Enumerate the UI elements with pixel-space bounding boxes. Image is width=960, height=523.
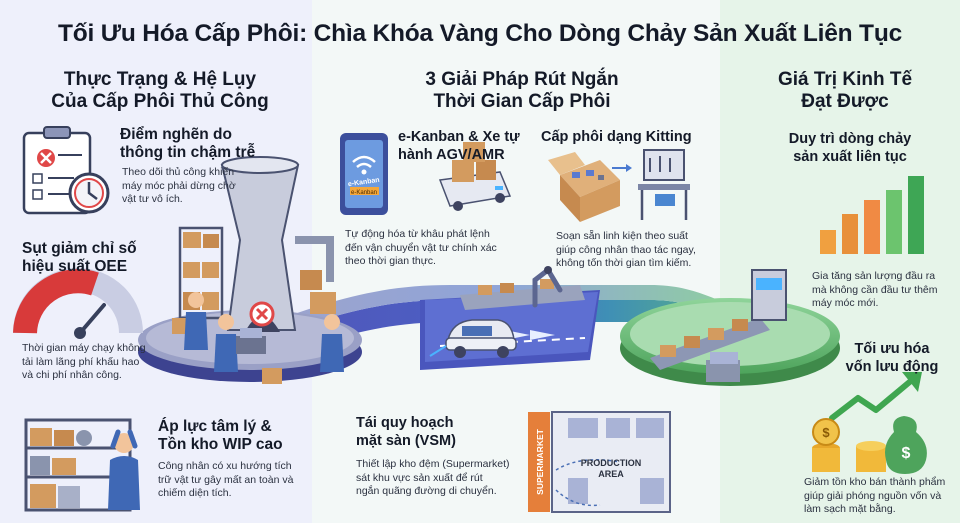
left-column-title-line2: Của Cấp Phôi Thủ Công: [51, 91, 269, 112]
production-area-label-1: PRODUCTION: [581, 458, 642, 468]
production-area-label-2: AREA: [598, 469, 624, 479]
left-item-wip-body: Công nhân có xu hướng tích trữ vật tư gâ…: [158, 460, 294, 499]
middle-item-kitting-heading: Cấp phôi dạng Kitting: [541, 129, 692, 145]
middle-column-title: 3 Giải Pháp Rút Ngắn Thời Gian Cấp Phôi: [372, 69, 672, 113]
middle-item-vsm-heading: Tái quy hoạch mặt sàn (VSM): [356, 415, 456, 449]
tablet-label: e-Kanban: [348, 177, 381, 188]
supermarket-label: SUPERMARKET: [535, 428, 545, 494]
right-column-title: Giá Trị Kinh Tế Đạt Được: [740, 69, 950, 113]
middle-conveyor-robot-arm: [460, 266, 585, 310]
vsm-layout-icon: [528, 411, 671, 513]
right-column-background: [720, 0, 960, 523]
middle-item-kitting-body: Soạn sẵn linh kiện theo suất giúp công n…: [556, 230, 696, 269]
right-item-flow-body: Gia tăng sản lượng đầu ra mà không cần đ…: [812, 270, 938, 309]
tablet-button-label: e-Kanban: [351, 190, 377, 196]
clipboard-delay-icon: [22, 126, 110, 215]
left-column-title-line1: Thực Trạng & Hệ Lụy: [63, 69, 257, 90]
left-item-oee-heading: Sụt giảm chỉ số hiệu suất OEE: [22, 240, 137, 275]
middle-item-ekanban-body: Tự động hóa từ khâu phát lệnh đến vận ch…: [345, 228, 497, 267]
right-item-capital-body: Giảm tồn kho bán thành phẩm giúp giải ph…: [804, 476, 946, 515]
coins-growth-icon: $ $: [812, 372, 927, 474]
middle-agv-car-icon: [429, 319, 517, 358]
left-item-wip-heading: Áp lực tâm lý & Tồn kho WIP cao: [158, 418, 283, 453]
connecting-floor-platform: [250, 285, 760, 368]
growth-bar-chart-icon: [820, 176, 924, 254]
right-column-title-line1: Giá Trị Kinh Tế: [777, 69, 913, 90]
workstation-icon: [638, 149, 690, 220]
left-item-delay-body: Theo dõi thủ công khiến máy móc phải dừn…: [122, 166, 236, 205]
svg-text:$: $: [822, 425, 830, 440]
left-item-oee: Sụt giảm chỉ số hiệu suất OEE: [22, 240, 202, 276]
middle-item-vsm-body: Thiết lập kho đệm (Supermarket) sát khu …: [356, 458, 510, 497]
svg-text:$: $: [902, 445, 911, 462]
hopper-machine-icon: [220, 156, 334, 332]
right-conveyor-line: [650, 269, 787, 382]
left-column-title: Thực Trạng & Hệ Lụy Của Cấp Phôi Thủ Côn…: [20, 69, 300, 113]
right-item-flow-heading: Duy trì dòng chảy sản xuất liên tục: [788, 131, 912, 165]
middle-item-vsm: Tái quy hoạch mặt sàn (VSM) Thiết lập kh…: [356, 414, 516, 499]
middle-column-title-line2: Thời Gian Cấp Phôi: [433, 91, 611, 112]
left-item-wip: Áp lực tâm lý & Tồn kho WIP cao Công nhâ…: [158, 418, 318, 501]
page-title: Tối Ưu Hóa Cấp Phôi: Chìa Khóa Vàng Cho …: [57, 20, 903, 47]
right-item-capital-heading: Tối ưu hóa vốn lưu động: [845, 341, 939, 375]
oee-gauge-icon: [13, 268, 143, 339]
agv-robot-icon: [438, 142, 512, 211]
left-workers: [184, 292, 344, 372]
right-column-title-line2: Đạt Được: [801, 91, 889, 112]
wip-shelf-worker-icon: [24, 418, 140, 512]
left-item-delay-heading: Điểm nghẽn do thông tin chậm trễ: [120, 126, 256, 161]
kitting-box-icon: [548, 152, 632, 222]
ekanban-tablet-icon: [340, 133, 388, 215]
left-item-oee-body: Thời gian máy chạy không tải làm lãng ph…: [22, 342, 146, 381]
middle-column-title-line1: 3 Giải Pháp Rút Ngắn: [425, 69, 619, 90]
left-item-delay: Điểm nghẽn do thông tin chậm trễ Theo dõ…: [120, 126, 300, 207]
middle-item-ekanban-heading: e-Kanban & Xe tự hành AGV/AMR: [398, 129, 520, 163]
